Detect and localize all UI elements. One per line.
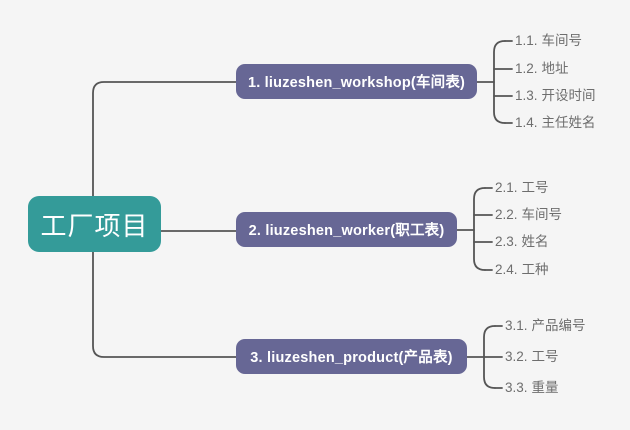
branch-node-worker[interactable]: 2. liuzeshen_worker(职工表) — [236, 212, 457, 247]
branch-node-label: 1. liuzeshen_workshop(车间表) — [247, 75, 466, 91]
branch-node-product[interactable]: 3. liuzeshen_product(产品表) — [236, 339, 467, 374]
leaf-label: 产品编号 — [531, 318, 586, 333]
leaf-label: 工种 — [521, 262, 549, 277]
root-node[interactable]: 工厂项目 — [28, 196, 161, 252]
leaf-number: 3.2. — [505, 349, 528, 364]
leaf-label: 姓名 — [521, 234, 549, 249]
branch-node-label: 3. liuzeshen_product(产品表) — [250, 350, 453, 366]
leaf-label: 工号 — [531, 349, 559, 364]
branch-node-workshop[interactable]: 1. liuzeshen_workshop(车间表) — [236, 64, 477, 99]
leaf-label: 开设时间 — [541, 88, 596, 103]
leaf-label: 工号 — [521, 180, 549, 195]
connector-branch-2-bracket — [473, 187, 486, 271]
connector-root-to-branch-3 — [92, 242, 237, 358]
root-node-label: 工厂项目 — [40, 210, 149, 241]
leaf-label: 重量 — [531, 380, 559, 395]
leaf-item[interactable]: 3.2.工号 — [505, 350, 559, 364]
leaf-number: 1.2. — [515, 61, 538, 76]
connector-branch-3-bracket — [483, 325, 496, 389]
leaf-number: 2.2. — [495, 207, 518, 222]
leaf-item[interactable]: 1.4.主任姓名 — [515, 116, 596, 130]
connector-branch-1-bracket — [493, 40, 506, 124]
leaf-item[interactable]: 1.1.车间号 — [515, 34, 582, 48]
leaf-item[interactable]: 3.1.产品编号 — [505, 319, 586, 333]
leaf-item[interactable]: 1.2.地址 — [515, 62, 569, 76]
leaf-number: 1.1. — [515, 33, 538, 48]
leaf-item[interactable]: 2.3.姓名 — [495, 235, 549, 249]
leaf-label: 车间号 — [521, 207, 563, 222]
branch-node-label: 2. liuzeshen_worker(职工表) — [248, 223, 445, 239]
leaf-number: 2.3. — [495, 234, 518, 249]
leaf-number: 3.1. — [505, 318, 528, 333]
leaf-label: 主任姓名 — [541, 115, 596, 130]
leaf-item[interactable]: 3.3.重量 — [505, 381, 559, 395]
leaf-number: 3.3. — [505, 380, 528, 395]
leaf-item[interactable]: 2.1.工号 — [495, 181, 549, 195]
leaf-item[interactable]: 1.3.开设时间 — [515, 89, 596, 103]
leaf-number: 2.1. — [495, 180, 518, 195]
leaf-number: 1.4. — [515, 115, 538, 130]
leaf-item[interactable]: 2.2.车间号 — [495, 208, 562, 222]
leaf-number: 1.3. — [515, 88, 538, 103]
leaf-number: 2.4. — [495, 262, 518, 277]
leaf-item[interactable]: 2.4.工种 — [495, 263, 549, 277]
leaf-label: 地址 — [541, 61, 569, 76]
leaf-label: 车间号 — [541, 33, 583, 48]
